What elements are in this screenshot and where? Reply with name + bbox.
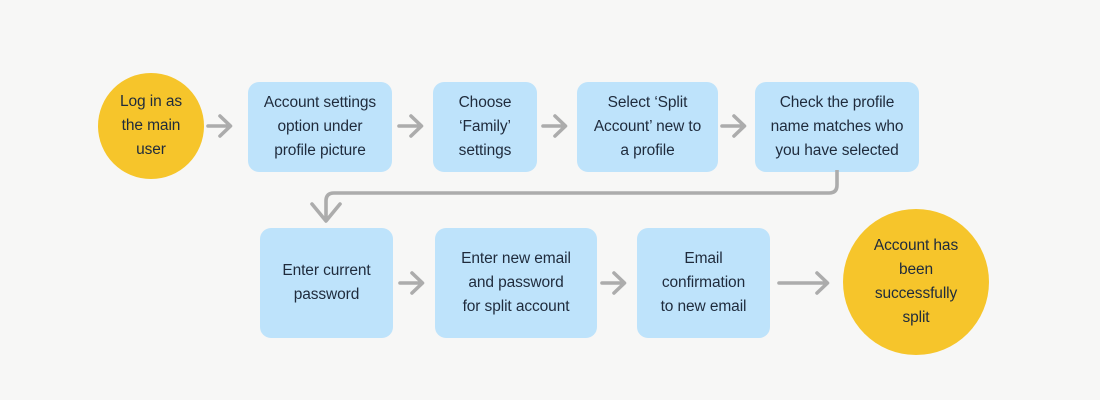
flow-node-enter-current-password: Enter current password (260, 228, 393, 338)
flow-arrow-1 (206, 114, 233, 138)
flow-node-select-split-account: Select ‘Split Account’ new to a profile (577, 82, 718, 172)
flow-node-email-confirmation: Email confirmation to new email (637, 228, 770, 338)
flow-node-start: Log in as the main user (98, 73, 204, 179)
flow-node-choose-family: Choose ‘Family’ settings (433, 82, 537, 172)
flow-node-account-settings: Account settings option under profile pi… (248, 82, 392, 172)
flow-connector-elbow (310, 170, 839, 223)
flow-arrow-5 (398, 271, 425, 295)
flow-arrow-4 (720, 114, 747, 138)
flow-arrow-7 (777, 271, 830, 295)
flow-arrow-6 (600, 271, 627, 295)
flow-node-check-profile-name: Check the profile name matches who you h… (755, 82, 919, 172)
flow-node-enter-new-email: Enter new email and password for split a… (435, 228, 597, 338)
flow-arrow-3 (541, 114, 568, 138)
flow-arrow-2 (397, 114, 424, 138)
flow-node-end: Account has been successfully split (843, 209, 989, 355)
